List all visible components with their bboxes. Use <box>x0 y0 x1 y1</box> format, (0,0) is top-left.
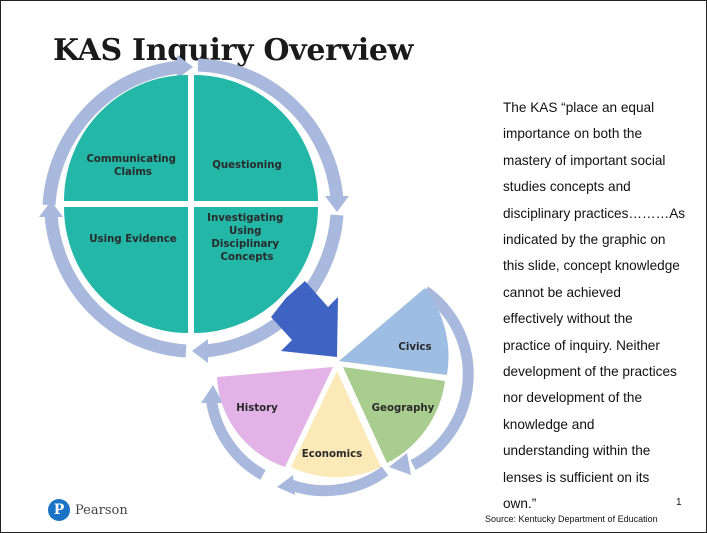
pearson-wordmark: Pearson <box>75 502 128 518</box>
quote-line: importance on both the <box>503 126 643 142</box>
lens-slice-civics <box>339 288 449 375</box>
lens-arrowhead-left <box>201 385 223 403</box>
quote-line: studies concepts and <box>503 179 631 195</box>
quote-line: understanding within the <box>503 443 651 459</box>
pearson-logo: P Pearson <box>48 499 128 521</box>
source-citation: Source: Kentucky Department of Education <box>485 514 658 524</box>
quote-line: The KAS “place an equal <box>503 100 655 115</box>
ring-arrowhead-right <box>325 196 349 212</box>
connector-arrow <box>271 281 338 357</box>
inquiry-ring <box>39 55 349 363</box>
quadrant-label-questioning: Questioning <box>212 160 282 171</box>
quote-line: this slide, concept knowledge <box>503 258 680 274</box>
quadrant-label-investigating: Investigating Using Disciplinary Concept… <box>207 213 287 263</box>
ring-arrowhead-top <box>177 55 193 79</box>
quote-text: The KAS “place an equal importance on bo… <box>503 95 699 518</box>
ring-arrowhead-left <box>39 201 63 217</box>
quote-line: own.” <box>503 496 537 512</box>
page-number: 1 <box>676 497 682 508</box>
quote-line: disciplinary practices………As <box>503 205 686 221</box>
lens-arc-right <box>410 286 474 470</box>
quote-line: development of the practices <box>503 364 677 380</box>
quadrant-label-using-evidence: Using Evidence <box>89 234 177 245</box>
lens-label-economics: Economics <box>302 449 362 460</box>
lens-ring <box>201 286 474 497</box>
lens-arrowhead-right <box>389 453 411 475</box>
quadrant-label-communicating-claims: Communicating Claims <box>86 154 179 178</box>
ring-arc-bottom-left <box>44 214 187 358</box>
ring-arc-top-right <box>197 58 344 200</box>
slide-title: KAS Inquiry Overview <box>53 33 414 68</box>
ring-arrowhead-bottom <box>192 339 208 363</box>
quadrant-investigating <box>194 207 318 333</box>
quadrant-communicating-claims <box>64 75 188 201</box>
lens-label-geography: Geography <box>372 403 435 414</box>
quote-line: nor development of the <box>503 390 643 406</box>
quadrant-using-evidence <box>64 207 188 333</box>
lens-slice-geography <box>343 367 445 463</box>
quote-line: practice of inquiry. Neither <box>503 337 660 353</box>
ring-arc-top-left <box>42 60 182 206</box>
lens-slice-economics <box>291 371 381 478</box>
quote-line: indicated by the graphic on <box>503 232 666 248</box>
quote-line: knowledge and <box>503 416 595 432</box>
pearson-logo-icon: P <box>48 499 70 521</box>
quadrant-questioning <box>194 75 318 201</box>
lens-arc-bottom <box>289 466 389 497</box>
lens-label-history: History <box>236 403 278 414</box>
quote-line: mastery of important social <box>503 152 666 168</box>
lens-slice-history <box>217 367 333 467</box>
quote-line: effectively without the <box>503 311 633 327</box>
quote-line: lenses is sufficient on its <box>503 469 650 485</box>
lens-label-civics: Civics <box>398 342 431 353</box>
lens-arrowhead-bottom <box>277 475 295 495</box>
quote-line: cannot be achieved <box>503 284 621 300</box>
lens-arc-left <box>205 396 266 480</box>
